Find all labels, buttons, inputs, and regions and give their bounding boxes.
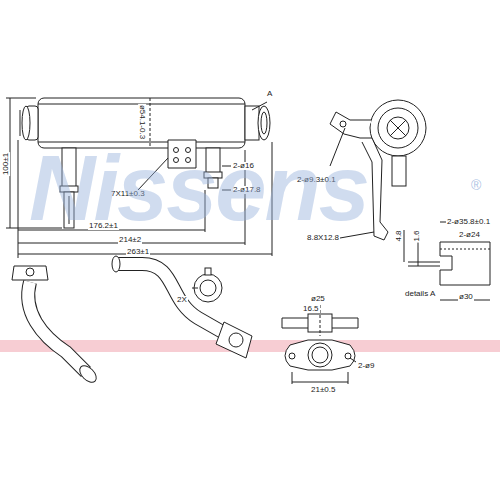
dimension-label: 2-ø9	[357, 362, 375, 370]
detail-label: details A	[404, 290, 436, 298]
trademark-mark: ®	[470, 178, 482, 192]
dimension-label: 8.8X12.8	[306, 234, 340, 242]
dimension-label: 2-ø35.8±0.1	[446, 218, 491, 226]
dimension-label: 263±1	[126, 248, 150, 256]
dimension-label: 4.8	[395, 229, 403, 242]
dimension-label: ø25	[310, 295, 326, 303]
dimension-label: 100±1	[2, 152, 10, 176]
quantity-label: 2X	[176, 296, 188, 304]
dimension-label: 2-ø24	[458, 231, 481, 239]
callout-letter: A	[266, 90, 273, 98]
brand-watermark: Nissens	[28, 142, 369, 234]
dimension-label: ø54.1-0.3	[138, 104, 146, 140]
dimension-label: 214±2	[118, 236, 142, 244]
dimension-label: 21±0.5	[310, 386, 336, 394]
dimension-label: 16.5	[302, 305, 320, 313]
dimension-label: 1.6	[413, 229, 421, 242]
dimension-label: ø30	[458, 293, 474, 301]
